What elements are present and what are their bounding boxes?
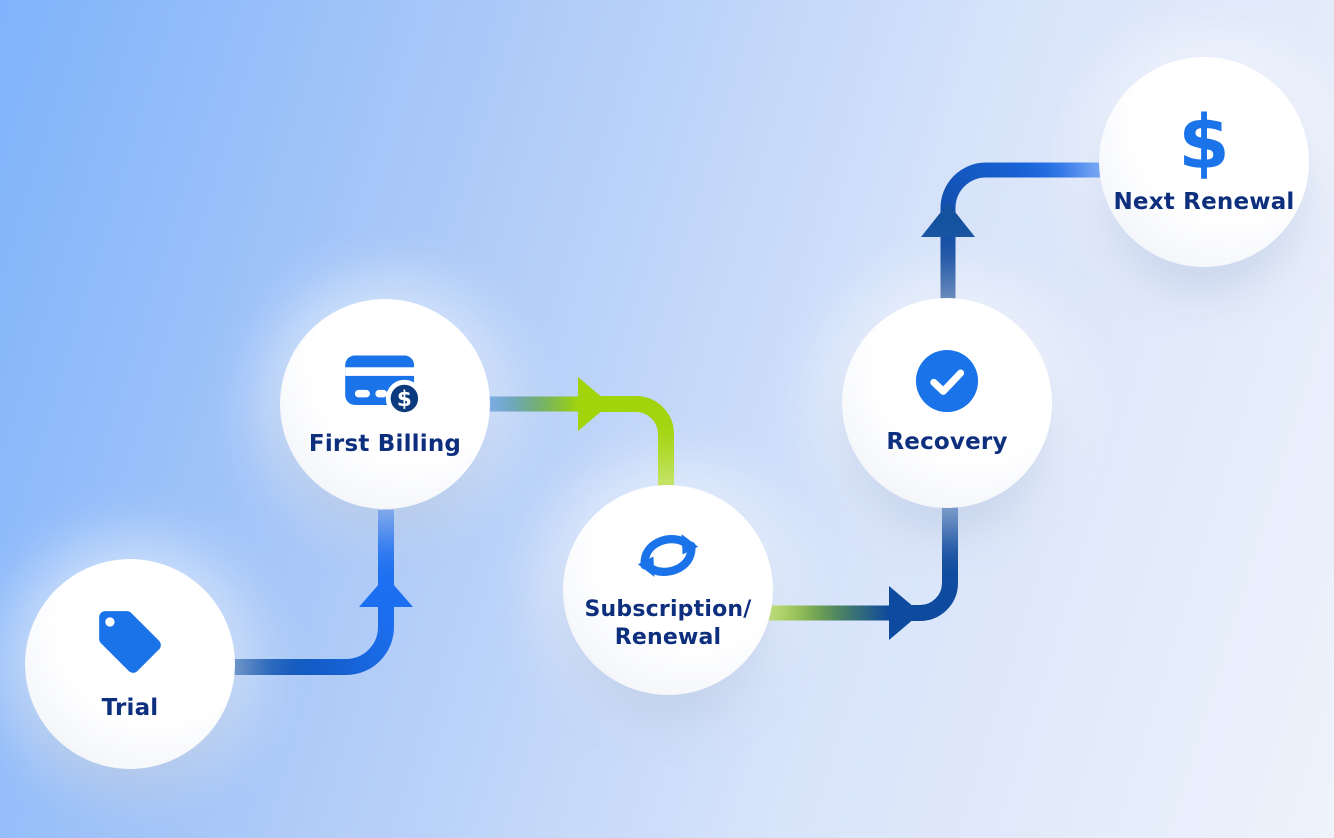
node-next-renewal-label: Next Renewal	[1113, 189, 1295, 216]
node-subscription-renewal-label: Subscription/ Renewal	[585, 596, 752, 652]
node-first-billing: $ First Billing	[280, 299, 490, 509]
credit-card-dollar-icon: $	[345, 355, 423, 417]
node-trial: Trial	[25, 559, 235, 769]
node-recovery: Recovery	[842, 298, 1052, 508]
arrowhead-trial-to-first-billing	[359, 576, 413, 607]
connector-trial-to-first-billing	[233, 510, 394, 675]
tag-icon	[99, 610, 161, 673]
label-line-2: Renewal	[614, 625, 722, 650]
node-trial-label: Trial	[101, 694, 159, 721]
connector-first-billing-elbow	[600, 396, 674, 488]
dollar-icon: $	[1178, 100, 1230, 187]
check-circle-icon	[915, 349, 979, 412]
node-next-renewal: $ Next Renewal	[1099, 57, 1309, 267]
badge-dollar-glyph: $	[397, 387, 412, 412]
arrowhead-recovery-to-next-renewal	[921, 203, 975, 237]
connector-recovery-elbow	[912, 506, 958, 621]
node-recovery-label: Recovery	[886, 428, 1008, 455]
sync-arrows-icon	[637, 533, 699, 577]
arrowhead-first-billing-to-subscription	[578, 377, 610, 431]
arrowhead-subscription-to-recovery	[889, 586, 921, 640]
node-first-billing-label: First Billing	[308, 430, 462, 457]
node-subscription-renewal: Subscription/ Renewal	[563, 485, 773, 695]
label-line-1: Subscription/	[584, 596, 752, 622]
